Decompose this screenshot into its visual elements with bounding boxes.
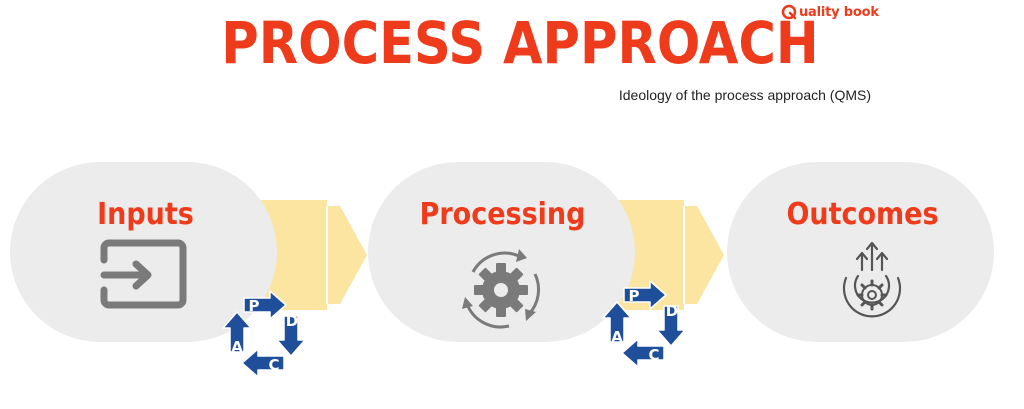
input-arrow-icon	[100, 239, 187, 309]
brand-logo: uality book	[781, 4, 879, 20]
stage-processing-title: Processing	[419, 197, 586, 232]
pdca-cycle-2: P D C A	[602, 280, 686, 368]
gear-growth-icon	[842, 241, 902, 318]
pdca-do-label: D	[666, 302, 678, 320]
pdca-act-label: A	[611, 328, 623, 346]
quality-book-logo-icon	[781, 4, 797, 20]
gear-cycle-icon	[462, 249, 541, 329]
connector-arrow-2	[612, 200, 724, 310]
stage-outcomes-title: Outcomes	[786, 197, 939, 232]
pdca-cycle-1: P D C A	[222, 290, 306, 378]
pdca-plan-label: P	[249, 297, 260, 315]
pdca-check-label: C	[648, 346, 659, 364]
brand-name: uality book	[799, 4, 879, 20]
stage-inputs	[10, 162, 277, 342]
pdca-plan-label: P	[629, 287, 640, 305]
pdca-act-label: A	[231, 338, 243, 356]
pdca-do-label: D	[286, 312, 298, 330]
stage-outcomes	[727, 162, 994, 342]
pdca-check-label: C	[268, 356, 279, 374]
page-title: PROCESS APPROACH	[221, 9, 819, 77]
page-subtitle: Ideology of the process approach (QMS)	[618, 87, 871, 103]
connector-arrow-1	[255, 200, 367, 310]
stage-inputs-title: Inputs	[97, 197, 194, 232]
